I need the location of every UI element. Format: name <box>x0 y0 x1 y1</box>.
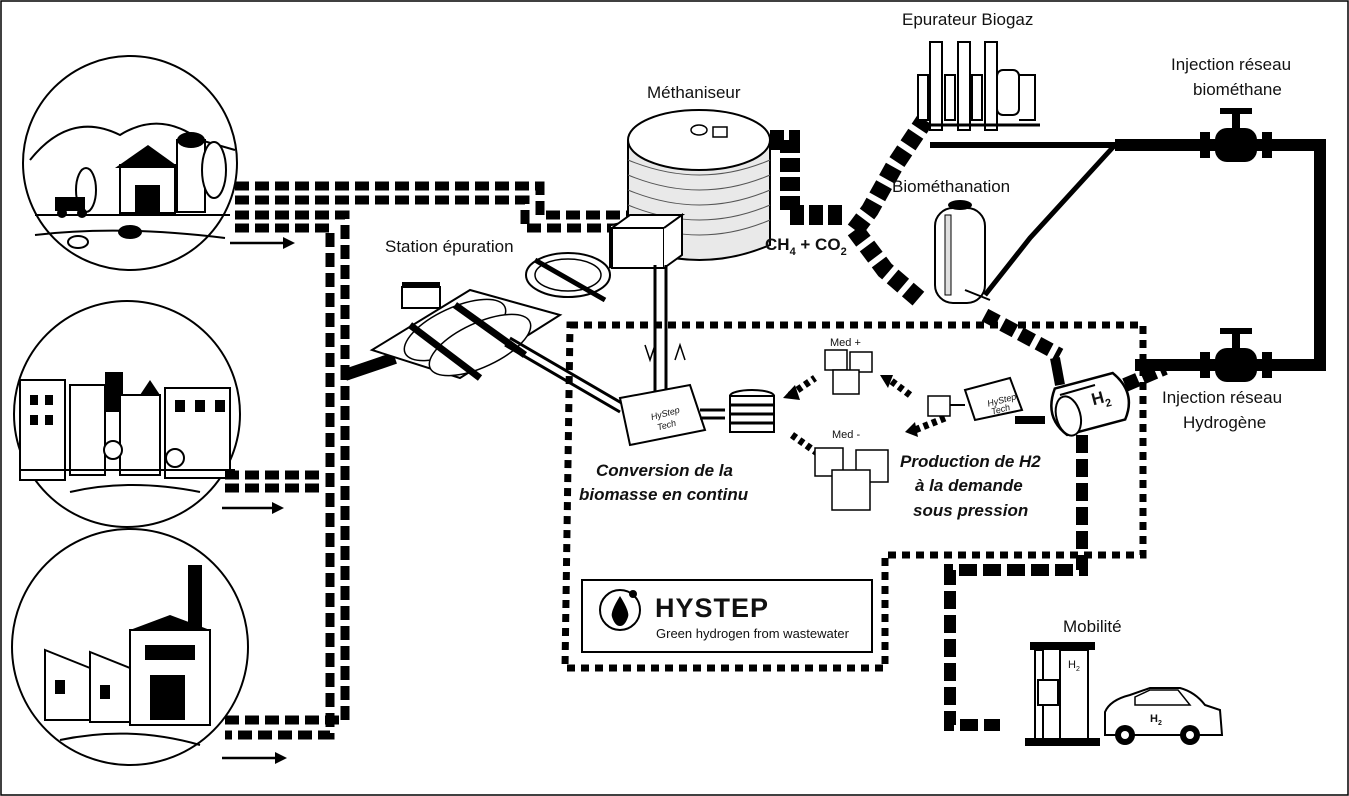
treatment-station-icon <box>369 212 666 381</box>
hydrogen-tank-icon <box>1050 357 1168 437</box>
label-h2-tank: H2 <box>1089 386 1113 413</box>
label-car-h2: H2 <box>1150 713 1162 727</box>
fuel-pump-icon <box>1025 642 1100 746</box>
electrode-stack <box>729 389 775 433</box>
biogas-purifier-icon <box>917 41 1115 148</box>
label-station-epuration: Station épuration <box>385 237 514 256</box>
label-injection-biomethane-2: biométhane <box>1193 80 1282 99</box>
label-injection-biomethane-1: Injection réseau <box>1171 55 1291 74</box>
logo-title: HYSTEP <box>655 593 769 623</box>
biogas-pipe <box>770 115 933 307</box>
car-icon <box>1104 687 1224 745</box>
label-med-minus: Med - <box>832 429 860 441</box>
label-med-plus: Med + <box>830 337 861 349</box>
valve-icon <box>1200 328 1272 382</box>
label-mobilite: Mobilité <box>1063 617 1122 636</box>
label-hystep-tech-2: Tech <box>656 418 677 433</box>
biomethanation-reactor-icon <box>934 143 1117 362</box>
arrow-right-icon <box>222 752 287 764</box>
label-pump-h2: H2 <box>1068 659 1080 673</box>
factory-scene-icon <box>11 528 249 766</box>
label-conversion-2: biomasse en continu <box>579 485 749 504</box>
med-minus-stack <box>814 447 889 511</box>
hystep-logo: HYSTEP Green hydrogen from wastewater <box>581 579 873 653</box>
label-production-2: à la demande <box>915 476 1023 495</box>
label-formula: CH4 + CO2 <box>765 235 847 258</box>
logo-tagline: Green hydrogen from wastewater <box>656 626 850 641</box>
arrow-right-icon <box>222 502 284 514</box>
label-injection-h2-2: Hydrogène <box>1183 413 1266 432</box>
hydrogen-outlet-pipe <box>944 416 1088 731</box>
label-hystep-tech-small-2: Tech <box>990 402 1011 417</box>
med-plus-stack <box>824 349 873 395</box>
arrow-right-icon <box>230 237 295 249</box>
label-biomethanation: Biométhanation <box>892 177 1010 196</box>
label-conversion-1: Conversion de la <box>596 461 733 480</box>
drop-icon <box>599 589 641 631</box>
farm-scene-icon <box>22 55 238 271</box>
internal-process <box>504 265 1024 511</box>
label-epurateur: Epurateur Biogaz <box>902 10 1033 29</box>
label-production-1: Production de H2 <box>900 452 1041 471</box>
label-injection-h2-1: Injection réseau <box>1162 388 1282 407</box>
input-pipe-network <box>225 181 630 740</box>
label-methaniseur: Méthaniseur <box>647 83 741 102</box>
city-scene-icon <box>13 300 241 528</box>
methaniser-tank-icon <box>608 109 771 269</box>
label-production-3: sous pression <box>913 501 1028 520</box>
valve-icon <box>1200 108 1272 162</box>
